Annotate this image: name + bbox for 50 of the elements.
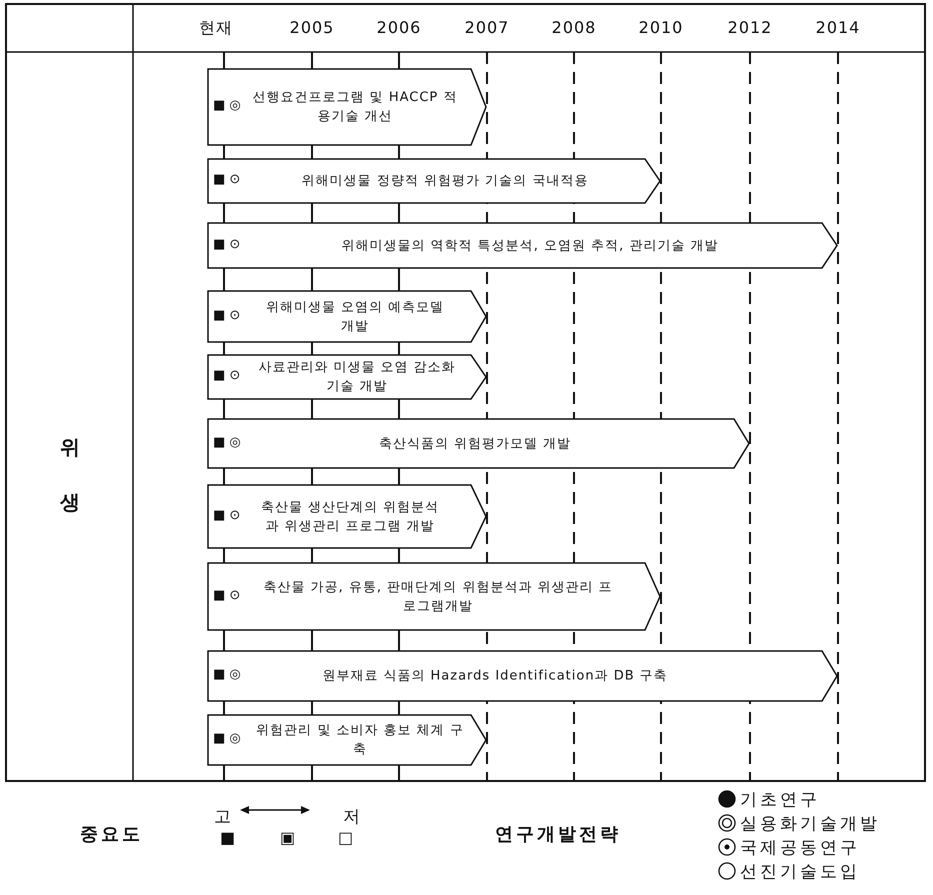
priority-marker: ■ ⊙ — [213, 236, 240, 252]
task-arrow-bar — [207, 222, 838, 269]
task-label: 선행요건프로그램 및 HACCP 적용기술 개선 — [252, 89, 458, 126]
task-label: 축산물 가공, 유통, 판매단계의 위험분석과 위생관리 프로그램개발 — [262, 578, 614, 616]
year-header: 2006 — [376, 18, 422, 37]
task-arrow-bar — [207, 68, 487, 146]
label: 연구개발전략 — [495, 823, 621, 846]
year-header: 2007 — [464, 18, 510, 37]
priority-marker: ■ ◎ — [213, 667, 241, 682]
task-label: 원부재료 식품의 Hazards Identification과 DB 구축 — [321, 668, 669, 686]
task-arrow-bar — [207, 418, 750, 469]
legend-symbol: □ — [338, 828, 354, 847]
label: 중요도 — [80, 823, 143, 846]
priority-marker: ■ ⊙ — [213, 308, 240, 322]
task-arrow-bar — [207, 562, 661, 631]
task-arrow-bar — [207, 290, 487, 343]
task-label: 축산물 생산단계의 위험분석과 위생관리 프로그램 개발 — [260, 498, 440, 536]
priority-marker: ■ ◎ — [213, 98, 241, 113]
year-header: 2012 — [728, 18, 772, 37]
task-arrow-bar — [207, 714, 487, 766]
legend-text: 선진기술도입 — [740, 861, 860, 883]
legend-symbol: ▣ — [280, 828, 296, 847]
label: 고 — [214, 806, 231, 828]
priority-marker: ■ ⊙ — [213, 368, 240, 383]
task-label: 위해미생물 정량적 위험평가 기술의 국내적용 — [300, 172, 590, 190]
priority-marker: ■ ⊙ — [213, 508, 240, 522]
year-header: 2014 — [816, 18, 860, 37]
priority-marker: ■ ⊙ — [213, 172, 240, 187]
year-header: 2005 — [290, 18, 334, 37]
priority-marker: ■ ◎ — [213, 434, 241, 450]
legend-symbol: ■ — [220, 828, 236, 847]
year-header: 2008 — [552, 18, 596, 37]
priority-marker: ■ ◎ — [213, 731, 241, 746]
task-label: 위해미생물의 역학적 특성분석, 오염원 추적, 관리기술 개발 — [340, 237, 720, 255]
task-label: 위해미생물 오염의 예측모델 개발 — [264, 298, 446, 336]
legend-text: 실용화기술개발 — [740, 813, 880, 835]
priority-marker: ■ ⊙ — [213, 588, 240, 602]
year-header: 현재 — [199, 18, 233, 39]
task-label: 위험관리 및 소비자 홍보 체계 구축 — [255, 722, 465, 759]
task-arrow-bar — [207, 650, 838, 702]
year-header: 2010 — [638, 18, 684, 37]
legend-text: 국제공동연구 — [740, 837, 860, 859]
task-arrow-bar — [207, 484, 487, 549]
task-label: 축산식품의 위험평가모델 개발 — [378, 435, 572, 453]
label: 저 — [343, 806, 360, 828]
task-label: 사료관리와 미생물 오염 감소화 기술 개발 — [257, 359, 457, 396]
legend-text: 기초연구 — [740, 789, 820, 811]
task-arrow-bar — [207, 354, 487, 400]
task-arrow-bar — [207, 158, 661, 204]
row-heading: 위생 — [60, 434, 81, 516]
